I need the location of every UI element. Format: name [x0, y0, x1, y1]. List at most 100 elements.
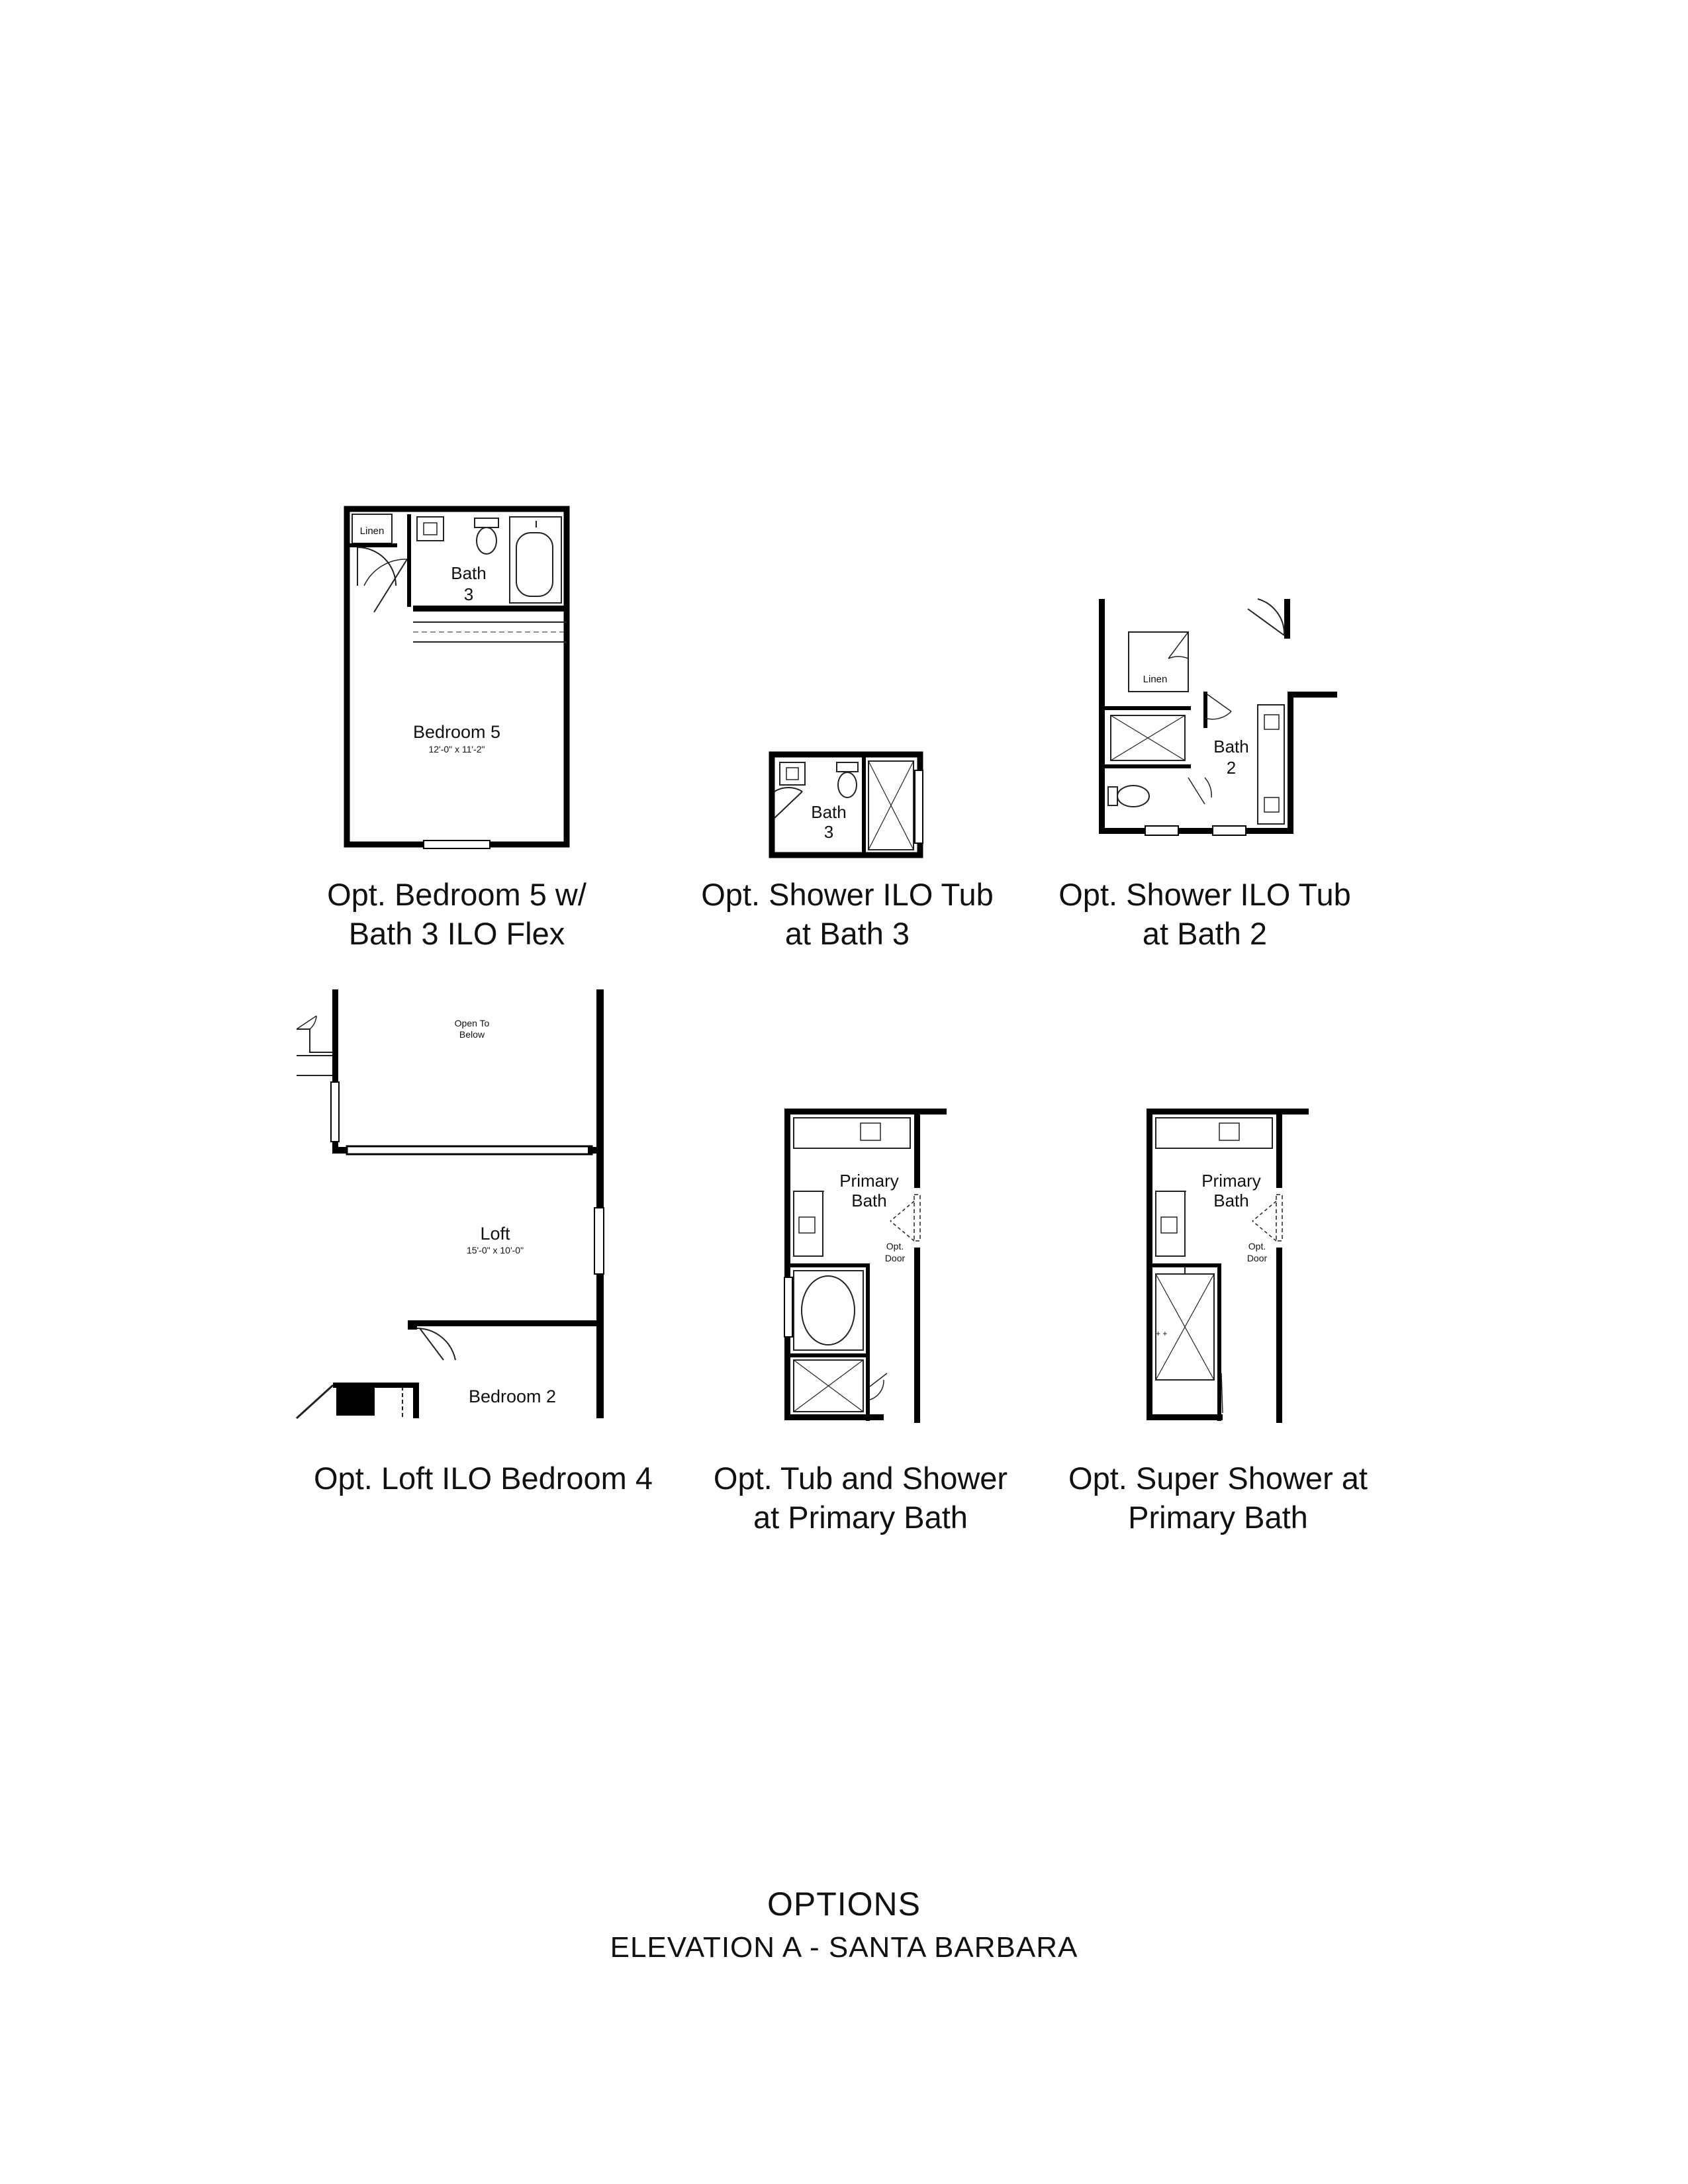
- plan-tub-shower: Primary Bath Opt. Door: [784, 1109, 950, 1423]
- linen-label: Linen: [360, 525, 385, 537]
- room-label-2: Bath: [851, 1191, 887, 1210]
- plan-loft: Open To Below Loft 15'-0" x 10'-0" Bedro…: [295, 989, 608, 1420]
- wall: [1276, 1109, 1282, 1188]
- door-swing: [774, 787, 803, 819]
- wall: [1276, 1248, 1282, 1423]
- caption-line-1: Opt. Bedroom 5 w/: [327, 877, 586, 912]
- bath-label: Bath: [1213, 737, 1249, 756]
- open-below-label-2: Below: [459, 1029, 485, 1040]
- room-label-1: Primary: [1201, 1171, 1261, 1191]
- caption-line-1: Opt. Tub and Shower: [713, 1461, 1008, 1496]
- tub: [793, 1270, 864, 1351]
- page-subtitle: ELEVATION A - SANTA BARBARA: [610, 1931, 1078, 1964]
- wall: [1203, 692, 1207, 728]
- loft-floorplan: Open To Below Loft 15'-0" x 10'-0" Bedro…: [295, 989, 604, 1420]
- linen-closet: [1128, 631, 1189, 692]
- wall: [332, 989, 338, 1154]
- wall: [784, 1109, 790, 1420]
- wall: [790, 1353, 870, 1357]
- wall: [1105, 706, 1191, 710]
- wall: [1099, 828, 1291, 834]
- door-swing: [1247, 598, 1286, 636]
- wall: [1147, 1414, 1223, 1420]
- room-dimension: 15'-0" x 10'-0": [467, 1245, 524, 1255]
- caption-line-1: Opt. Loft ILO Bedroom 4: [313, 1461, 653, 1496]
- vanity: [416, 516, 444, 541]
- toilet: [1117, 785, 1150, 807]
- wall: [596, 989, 604, 1418]
- shower: [793, 1359, 864, 1412]
- caption-line-2: at Bath 2: [1142, 916, 1268, 951]
- caption-loft: Opt. Loft ILO Bedroom 4: [291, 1459, 675, 1498]
- vanity: [793, 1117, 911, 1149]
- wall: [914, 1109, 920, 1188]
- vanity: [779, 762, 806, 786]
- wall: [1105, 764, 1191, 768]
- shower-bath-2-floorplan: Linen Bath 2: [1099, 598, 1337, 836]
- super-shower-floorplan: + + Primary Bath Opt. Door: [1147, 1109, 1309, 1423]
- bath-number: 3: [464, 584, 473, 604]
- wall: [914, 1248, 920, 1423]
- bath-number: 2: [1227, 758, 1236, 778]
- shower-bath-3-floorplan: Bath 3: [769, 751, 923, 858]
- svg-text:+ +: + +: [1156, 1329, 1167, 1338]
- linen-label: Linen: [1143, 674, 1168, 685]
- wall: [344, 506, 570, 848]
- caption-line-1: Opt. Shower ILO Tub: [1058, 877, 1351, 912]
- opt-door-label-1: Opt.: [886, 1241, 904, 1251]
- window: [423, 840, 491, 849]
- wall: [333, 1383, 419, 1388]
- wall: [784, 1414, 884, 1420]
- caption-line-2: at Primary Bath: [753, 1500, 968, 1535]
- bath-label: Bath: [451, 563, 487, 583]
- wall: [413, 606, 567, 612]
- wall: [1288, 692, 1293, 834]
- opt-door-label-2: Door: [885, 1253, 906, 1263]
- shower: [868, 760, 914, 850]
- stair-edge: [297, 1028, 332, 1076]
- shower: [1110, 715, 1186, 761]
- bedroom-5-floorplan: Linen Bath 3 Bedroom 5 12'-0" x 11'-2": [344, 506, 570, 849]
- caption-super-shower: Opt. Super Shower at Primary Bath: [1033, 1459, 1403, 1537]
- bath-label: Bath: [811, 802, 847, 822]
- wall: [790, 1263, 870, 1267]
- wall: [1152, 1263, 1221, 1267]
- page-title: OPTIONS: [767, 1886, 921, 1923]
- tub-shower-floorplan: Primary Bath Opt. Door: [784, 1109, 947, 1423]
- wall: [1147, 1109, 1152, 1420]
- open-below-label-1: Open To: [455, 1018, 490, 1028]
- plan-super-shower: + + Primary Bath Opt. Door: [1147, 1109, 1312, 1423]
- wall: [1099, 599, 1105, 834]
- wall: [407, 514, 411, 607]
- room-label-1: Primary: [839, 1171, 899, 1191]
- opt-door-label-2: Door: [1247, 1253, 1268, 1263]
- wall: [332, 1147, 347, 1154]
- window: [1212, 825, 1246, 836]
- vanity: [793, 1191, 823, 1257]
- wall: [1147, 1109, 1309, 1115]
- toilet: [836, 762, 859, 772]
- caption-shower-bath-2: Opt. Shower ILO Tub at Bath 2: [1019, 875, 1390, 953]
- tub: [509, 516, 562, 604]
- toilet: [474, 518, 499, 528]
- plan-shower-bath-2: Linen Bath 2: [1099, 598, 1337, 837]
- window: [914, 770, 923, 844]
- bath-number: 3: [824, 822, 833, 842]
- wall: [416, 1320, 601, 1326]
- caption-shower-bath-3: Opt. Shower ILO Tub at Bath 3: [662, 875, 1033, 953]
- room-dimension: 12'-0" x 11'-2": [428, 744, 485, 754]
- vanity: [1155, 1191, 1186, 1257]
- room-label: Bedroom 5: [413, 722, 500, 742]
- wall: [866, 1263, 870, 1421]
- wall: [862, 757, 866, 855]
- caption-bedroom-5: Opt. Bedroom 5 w/ Bath 3 ILO Flex: [278, 875, 635, 953]
- window: [784, 1277, 793, 1338]
- window: [594, 1207, 604, 1275]
- wall: [408, 1320, 417, 1330]
- wall: [336, 1385, 375, 1416]
- opt-door-label-1: Opt.: [1248, 1241, 1266, 1251]
- caption-line-2: Bath 3 ILO Flex: [348, 916, 565, 951]
- plan-shower-bath-3: Bath 3: [769, 751, 923, 858]
- wall: [1217, 1263, 1221, 1421]
- caption-line-2: at Bath 3: [784, 916, 910, 951]
